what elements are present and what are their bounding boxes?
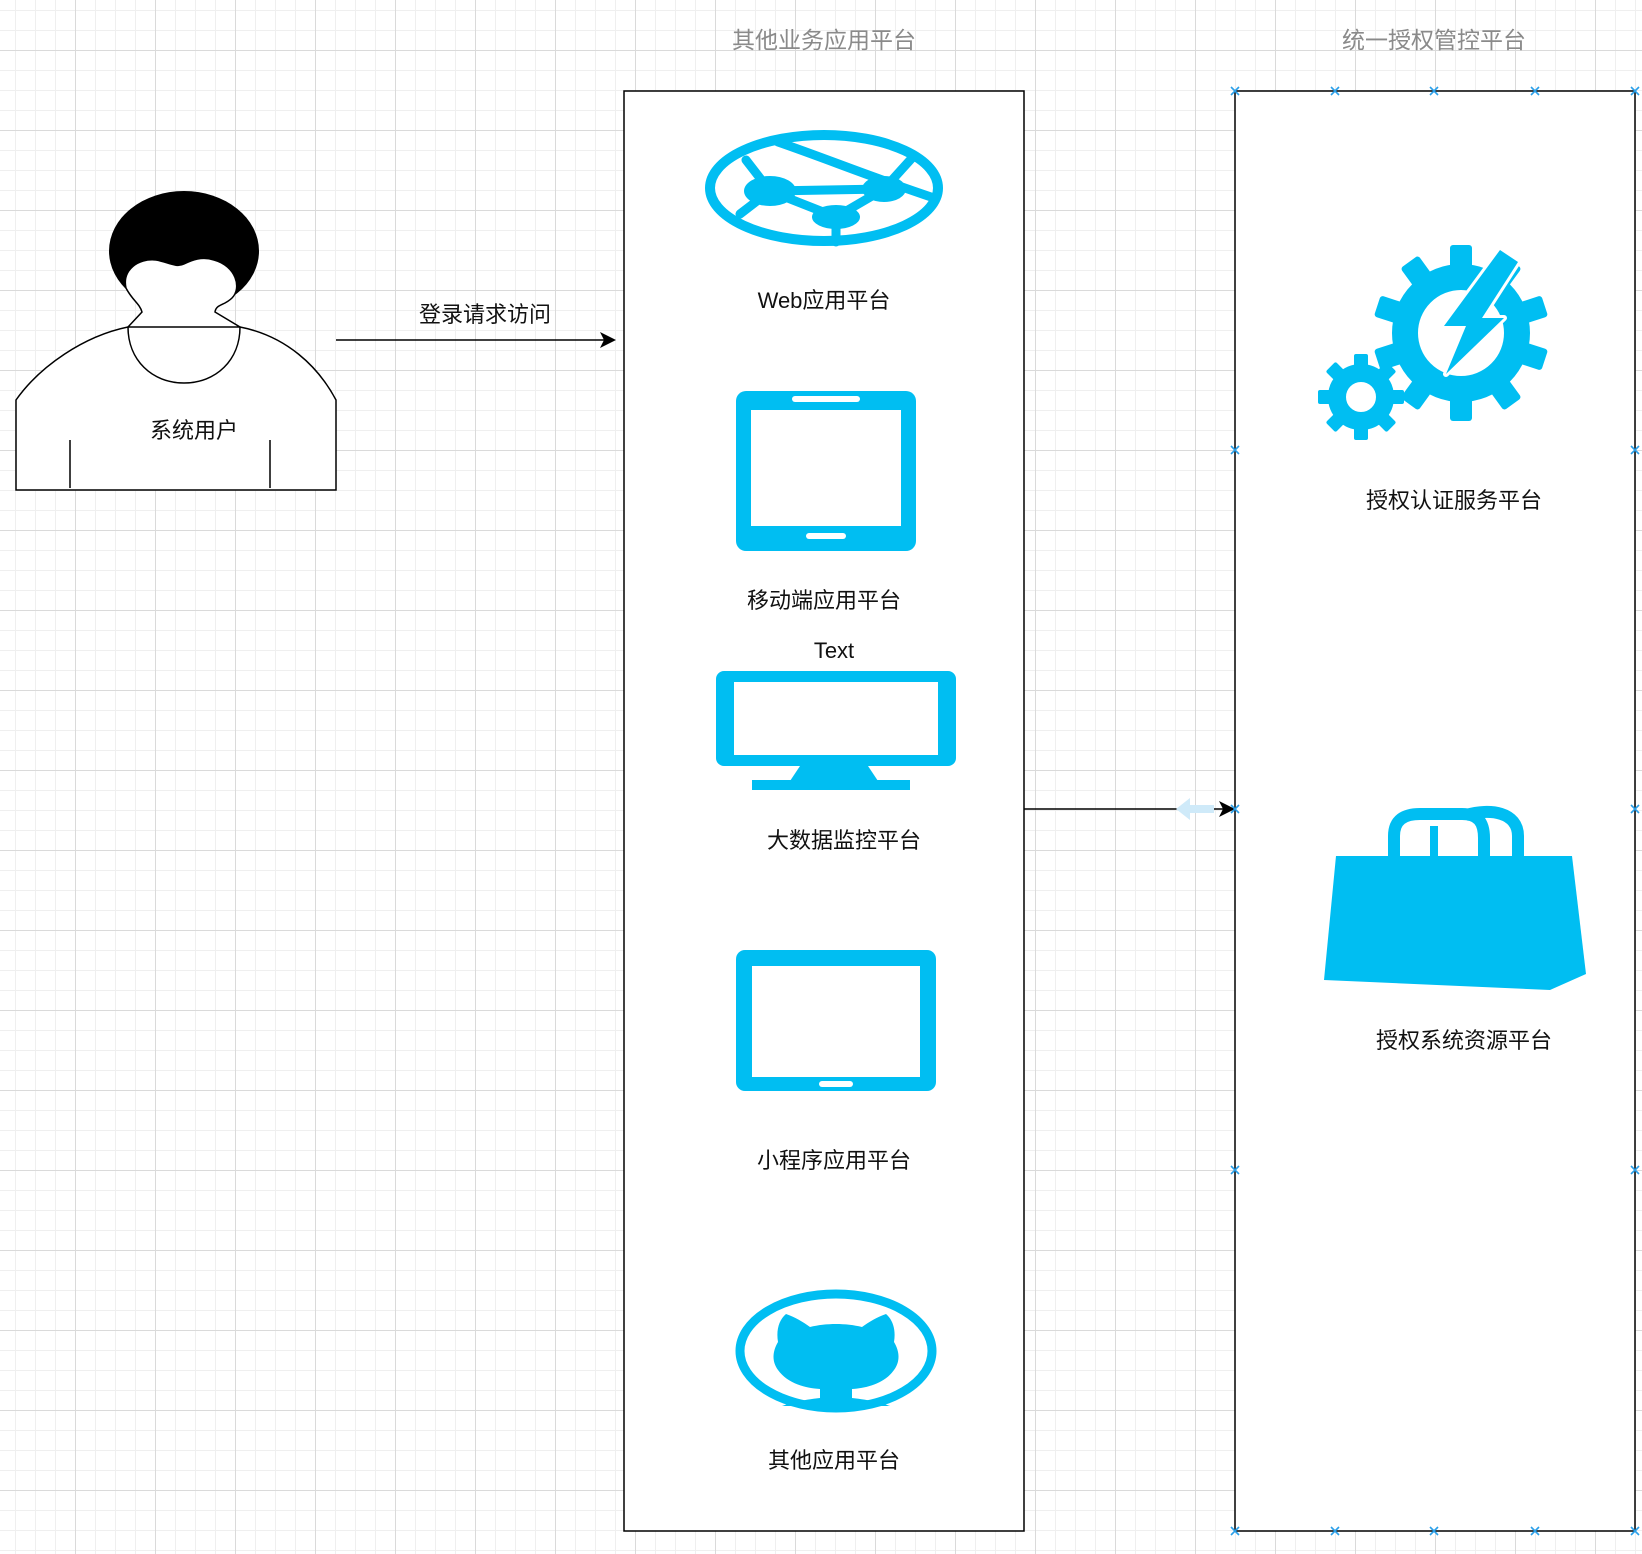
placeholder-text[interactable]: Text bbox=[814, 638, 854, 663]
miniprogram-platform-label: 小程序应用平台 bbox=[757, 1148, 911, 1173]
login-edge-arrowhead bbox=[600, 332, 616, 348]
resize-handle-top-left[interactable] bbox=[1230, 86, 1240, 96]
web-platform-node[interactable]: Web应用平台 bbox=[705, 130, 943, 313]
resize-handle-left-center[interactable] bbox=[1230, 804, 1240, 814]
resize-handle-bottom-3[interactable] bbox=[1530, 1526, 1540, 1536]
connection-edge-arrowhead bbox=[1219, 801, 1235, 817]
other-platform-label: 其他应用平台 bbox=[768, 1448, 900, 1473]
auth-resource-node[interactable]: 授权系统资源平台 bbox=[1324, 806, 1586, 1053]
resize-handle-right-center[interactable] bbox=[1630, 804, 1640, 814]
resize-handle-bottom-left[interactable] bbox=[1230, 1526, 1240, 1536]
resize-handle-left-1[interactable] bbox=[1230, 445, 1240, 455]
resize-handle-right-1[interactable] bbox=[1630, 445, 1640, 455]
miniprogram-platform-node[interactable]: 小程序应用平台 bbox=[736, 950, 936, 1173]
user-collar bbox=[127, 326, 241, 384]
tablet-landscape-icon bbox=[736, 950, 936, 1091]
resize-handle-top-center[interactable] bbox=[1429, 86, 1439, 96]
resize-handle-bottom-center[interactable] bbox=[1429, 1526, 1439, 1536]
github-octocat-icon bbox=[735, 1289, 937, 1413]
resize-handle-bottom-1[interactable] bbox=[1330, 1526, 1340, 1536]
system-user-shape[interactable]: 系统用户 bbox=[15, 191, 337, 491]
tablet-portrait-icon bbox=[736, 391, 916, 551]
resize-handle-left-3[interactable] bbox=[1230, 1165, 1240, 1175]
user-label: 系统用户 bbox=[150, 418, 238, 443]
monitor-icon bbox=[716, 671, 956, 790]
gear-lightning-icon bbox=[1318, 245, 1548, 440]
monitor-platform-label: 大数据监控平台 bbox=[767, 828, 921, 853]
login-edge-label: 登录请求访问 bbox=[419, 302, 551, 327]
monitor-platform-node[interactable]: 大数据监控平台 bbox=[716, 671, 956, 853]
auth-resource-label: 授权系统资源平台 bbox=[1376, 1028, 1552, 1053]
auth-container-title: 统一授权管控平台 bbox=[1342, 27, 1526, 53]
resize-handle-right-3[interactable] bbox=[1630, 1165, 1640, 1175]
connection-hint-arrow-icon[interactable] bbox=[1176, 798, 1214, 820]
resize-handle-top-3[interactable] bbox=[1530, 86, 1540, 96]
shopping-bag-icon bbox=[1324, 806, 1586, 990]
selection-handles bbox=[1230, 86, 1640, 1536]
auth-service-node[interactable]: 授权认证服务平台 bbox=[1318, 245, 1548, 513]
business-container-title: 其他业务应用平台 bbox=[732, 27, 916, 53]
resize-handle-top-right[interactable] bbox=[1630, 86, 1640, 96]
web-network-icon bbox=[705, 130, 943, 247]
mobile-platform-label: 移动端应用平台 bbox=[747, 588, 901, 613]
other-platform-node[interactable]: 其他应用平台 bbox=[735, 1289, 937, 1473]
web-platform-label: Web应用平台 bbox=[758, 288, 891, 313]
mobile-platform-node[interactable]: 移动端应用平台 bbox=[736, 391, 916, 613]
user-face bbox=[124, 257, 243, 328]
login-request-edge[interactable]: 登录请求访问 bbox=[336, 302, 616, 348]
resize-handle-bottom-right[interactable] bbox=[1630, 1526, 1640, 1536]
resize-handle-top-1[interactable] bbox=[1330, 86, 1340, 96]
auth-service-label: 授权认证服务平台 bbox=[1366, 488, 1542, 513]
